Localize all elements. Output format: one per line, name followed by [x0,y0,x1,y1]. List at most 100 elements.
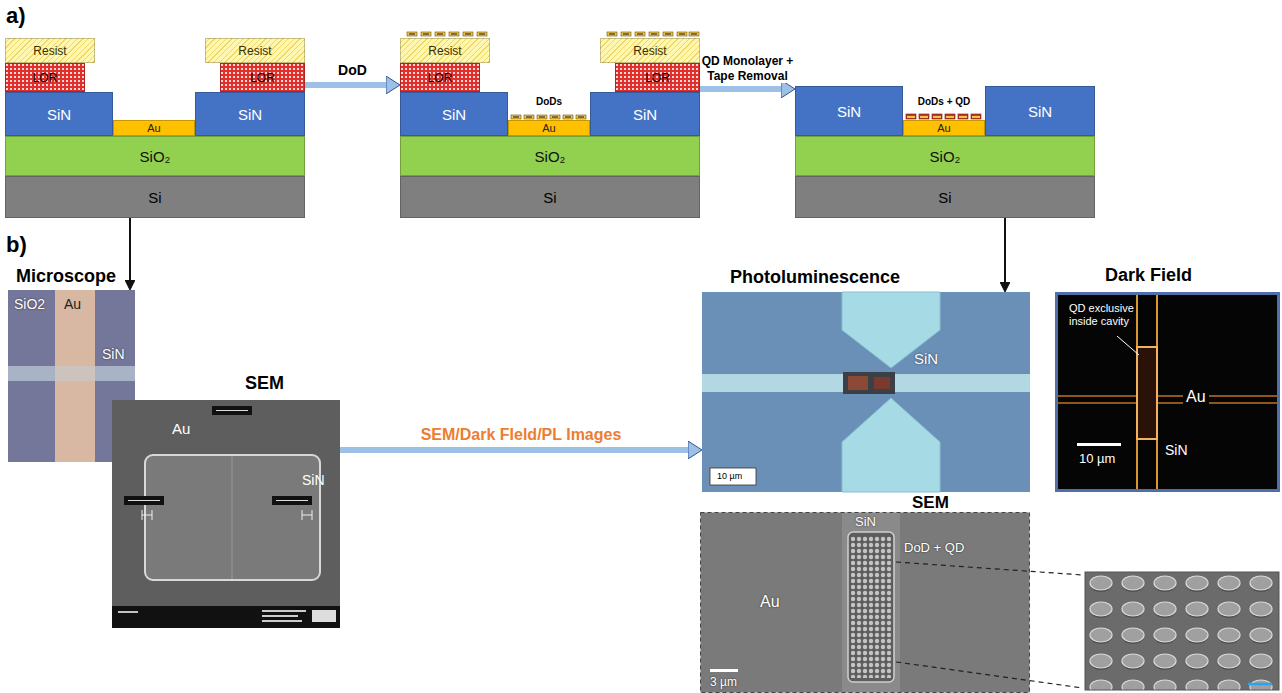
layer-box: Resist [600,38,700,63]
panel-label: 10 µm [1079,451,1115,467]
layer-box: LOR [5,63,85,92]
zoom-leader-lines [896,562,1083,688]
layer-label: Si [543,190,556,205]
panel-label: Au [172,420,190,438]
photoluminescence-image [848,376,868,390]
layer-label: SiO₂ [930,149,961,164]
sem-image [262,610,306,612]
dark-field-image [1156,295,1158,489]
layer-box: Si [5,176,305,218]
dod-particles [511,115,521,119]
layer-box: SiN [195,92,305,136]
layer-label: SiO₂ [535,149,566,164]
dod-particles [537,115,547,119]
panel-heading: Microscope [16,266,116,288]
microscope-image [8,290,135,462]
sem-image [262,615,298,617]
panel-label: 10 µm [717,471,742,482]
sem-image [118,611,138,613]
sem-image [216,410,248,411]
dark-field-image [1057,294,1279,491]
layer-label: Resist [633,45,666,57]
panel-label: SiN [302,472,325,489]
dark-field-image [1077,443,1121,446]
dark-field-image [1057,294,1279,491]
sem-image [262,620,302,622]
layer-label: Resist [238,45,271,57]
dod-particles [635,32,645,36]
dod-qd-particles [906,114,916,119]
layer-box: SiO₂ [5,136,305,176]
material-label: DoDs [536,96,562,108]
dod-particles [607,32,617,36]
dod-particles [563,115,573,119]
panel-label: QD exclusive inside cavity [1069,302,1145,328]
photoluminescence-image [710,468,756,485]
sem-image [212,406,252,415]
zoom-leader-lines [896,662,1083,688]
layer-label: LOR [645,72,670,84]
layer-box: LOR [220,63,305,92]
layer-box: Resist [205,38,305,63]
panel-heading: SEM [912,493,949,513]
sem-image [302,510,312,520]
dod-qd-particles [906,114,981,119]
dod-particles [550,115,560,119]
dod-particles [649,32,659,36]
layer-box: Au [508,120,590,136]
layer-label: Resist [428,45,461,57]
sem-image [112,606,340,628]
layer-box: SiN [795,86,903,136]
dark-field-image [1058,395,1277,397]
layer-label: SiN [633,107,657,122]
dod-qd-particles [932,114,942,119]
photoluminescence-image [842,398,940,492]
photoluminescence-image [874,377,890,389]
sem-image [710,669,738,672]
panel-letter: b) [6,232,27,258]
process-arrow [340,447,688,453]
dod-particles [524,115,534,119]
sem-image [272,496,312,505]
photoluminescence-image [702,292,1030,492]
panel-label: Au [760,592,780,611]
image-panel: SEMSiNDoD + QDAu3 µm [700,512,1030,693]
layer-box: LOR [615,63,700,92]
layer-box: SiN [590,92,700,136]
sem-image [312,610,336,622]
panel-label: Au [1183,387,1209,406]
layer-label: SiN [47,107,71,122]
panel-heading: Dark Field [1105,265,1192,287]
layer-label: SiN [238,107,262,122]
dod-particles [435,32,445,36]
sem-image [112,400,340,628]
panel-heading: SEM [245,373,284,395]
dod-particles [689,32,699,36]
layer-label: SiN [1028,104,1052,119]
panel-label: SiN [914,350,938,368]
photoluminescence-image [843,372,895,394]
dod-qd-particles [958,114,968,119]
sem-image [124,496,164,505]
panel-letter: a) [6,3,26,29]
layer-label: LOR [33,72,58,84]
panel-label: 3 µm [710,675,737,689]
sem-image [142,510,152,520]
dod-qd-particles [945,114,955,119]
microscope-image [8,366,135,381]
panel-label: DoD + QD [904,540,964,556]
dod-qd-particles [971,114,981,119]
layer-box: Au [903,120,985,136]
sem-image [112,400,340,628]
panel-label: SiO2 [14,296,45,313]
arrow-label: QD Monolayer + Tape Removal [700,54,796,83]
sem-image [128,500,160,501]
layer-box: Resist [5,38,95,63]
process-arrow [1004,218,1006,282]
dark-field-image [1136,295,1138,489]
dod-particles [421,32,431,36]
layer-label: Si [148,190,161,205]
microscope-image [55,366,95,381]
microscope-image [8,290,135,462]
zoom-inset [1085,572,1279,690]
